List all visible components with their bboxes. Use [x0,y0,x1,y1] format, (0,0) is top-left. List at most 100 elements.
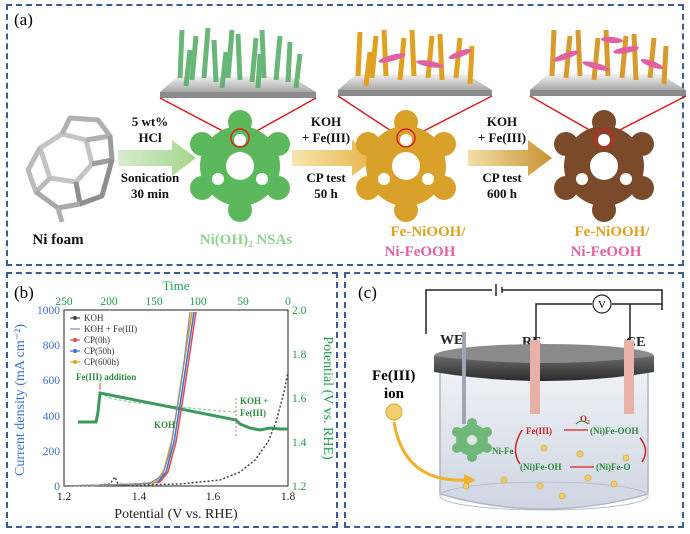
ion-spheres [462,444,630,500]
x-tick-1.2: 1.2 [57,491,72,503]
step2-line2: + Fe(III) [302,130,350,145]
step1-line1: 5 wt% [132,114,168,129]
label-mid-2: Ni-FeOOH [385,244,456,260]
legend-cp0: CP(0h) [84,335,110,345]
y-left-tick-1000: 1000 [37,305,60,317]
beaker-lid [434,356,654,381]
y-right-tick-1.2: 1.2 [292,481,307,493]
y-right-tick-2.0: 2.0 [292,305,307,317]
chronopotentiometry-trace [78,391,288,432]
panel-a-label: (a) [14,10,33,29]
top-tick-50: 50 [237,296,249,308]
y-right-tick-1.6: 1.6 [292,393,307,405]
top-tick-250: 250 [55,296,73,308]
legend: KOH KOH + Fe(III) CP(0h) CP(50h) CP(600h… [70,313,137,367]
panel-c-illustration: (c) V WE RE CE Fe(III) ion [358,283,663,511]
beaker-body [439,371,649,510]
panel-a-illustration: 5 wt% HCl Sonication 30 min KOH + Fe(III… [25,27,687,260]
annotations: Fe(III) addition KOH KOH + Fe(III) [76,372,268,436]
panel-c [344,272,684,528]
x-axis-title: Potential (V vs. RHE) [114,507,238,522]
mid-zoom-plate [337,29,493,139]
step3-line1: KOH [487,114,517,129]
y-left-tick-600: 600 [43,375,61,387]
cycle-feo: (Ni)Fe-O [596,462,630,472]
label-mid-1: Fe-NiOOH/ [391,224,467,240]
top-axis-title: Time [163,278,190,293]
cycle-feooh: (Ni)Fe-OOH [590,426,639,436]
label-fe3-ion-2: ion [384,386,405,402]
step1-line3: Sonication [121,170,180,185]
plot-frame [63,309,289,487]
x-tick-1.6: 1.6 [206,491,221,503]
end-zoom-plate [529,29,687,137]
y-left-tick-0: 0 [54,481,60,493]
koh-lsv-curve [64,371,289,487]
top-time-axis: Time 250 200 150 100 50 0 [55,278,291,308]
right-y-axis: 1.2 1.4 1.6 1.8 2.0 [292,305,307,493]
beaker-base [439,481,649,511]
legend-koh-fe: KOH + Fe(III) [84,324,137,334]
bottom-x-axis: 1.2 1.4 1.6 1.8 Potential (V vs. RHE) [57,491,296,522]
y-right-tick-1.4: 1.4 [292,437,307,449]
legend-koh: KOH [84,313,104,323]
label-end-1: Fe-NiOOH/ [575,224,651,240]
legend-cp600: CP(600h) [84,357,119,367]
step3-line2: + Fe(III) [478,130,526,145]
nsa-zoom-plate [159,27,317,139]
top-tick-100: 100 [189,296,207,308]
fe3-ion-sphere [385,403,403,421]
arrow-1 [118,140,196,176]
y-left-title: Current density (mA cm⁻²) [13,324,28,476]
y-right-title: Potential (V vs. RHE) [320,336,335,460]
step1-line4: 30 min [131,186,170,201]
cycle-fe3: Fe(III) [526,426,552,436]
step3-line3: CP test [482,170,522,185]
left-y-axis: 0 200 400 600 800 1000 [37,305,60,493]
y-right-tick-1.8: 1.8 [292,349,307,361]
step3-line4: 600 h [487,186,518,201]
circuit-wires [425,284,663,342]
x-tick-1.4: 1.4 [132,491,147,503]
panel-b [6,272,338,528]
aged-particle [554,110,654,222]
annotation-koh-fe-1: KOH + [240,396,268,406]
nsa-particle [190,110,290,222]
top-tick-150: 150 [145,296,163,308]
panel-a: (a) [6,4,684,266]
y-left-tick-200: 200 [43,446,61,458]
ion-path-arrow [392,421,465,482]
electrode-particle [452,418,492,462]
y-left-tick-400: 400 [43,411,61,423]
top-tick-0: 0 [285,296,291,308]
reference-electrode [530,340,540,414]
voltmeter [592,294,612,314]
label-we: WE [440,333,463,348]
arrow-3 [468,140,552,176]
step2-line1: KOH [311,114,341,129]
step2-line4: 50 h [314,186,338,201]
annotation-addition: Fe(III) addition [76,372,136,382]
step2-line3: CP test [306,170,346,185]
counter-electrode [624,340,634,414]
cycle-o2: O₂ [580,414,590,424]
annotation-koh-fe-2: Fe(III) [240,408,266,418]
working-electrode [462,332,466,424]
voltmeter-symbol: V [598,299,606,311]
catalytic-cycle: Ni-Fe Fe(III) O₂ (Ni)Fe-OOH (Ni)Fe-OH (N… [492,414,647,472]
step1-line2: HCl [138,130,162,145]
mid-particle [356,110,456,222]
koh-fe-lsv-curve [63,311,191,487]
x-tick-1.8: 1.8 [281,491,296,503]
label-fe3-ion-1: Fe(III) [372,368,415,384]
panel-b-label: (b) [14,283,34,302]
cycle-nife: Ni-Fe [492,446,514,456]
panel-b-plot: (b) Time 250 200 150 100 50 0 0 200 400 … [13,278,335,522]
annotation-koh: KOH [154,420,175,430]
top-tick-200: 200 [100,296,118,308]
panel-c-label: (c) [358,283,377,302]
label-nsa: Ni(OH)₂ NSAs [200,232,293,248]
arrow-2 [292,140,376,176]
legend-cp50: CP(50h) [84,346,115,356]
label-end-2: Ni-FeOOH [571,244,642,260]
